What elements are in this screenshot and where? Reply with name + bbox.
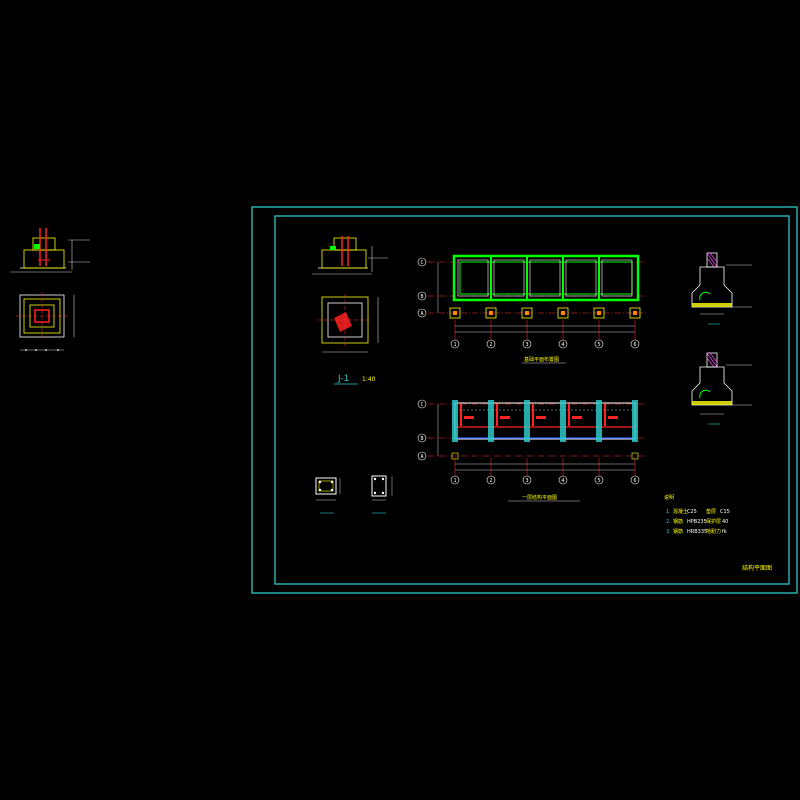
j1-scale: 1:40 xyxy=(362,376,376,383)
first-floor-plan-title: 一层结构平面图 xyxy=(522,494,557,501)
general-notes: 说明 1. 混凝土 C25 垫层 C15 2. 钢筋 HPB235 保护层 40… xyxy=(664,494,730,535)
floor-axis-label-3: 3 xyxy=(525,478,528,484)
axis-label-a: A xyxy=(420,311,423,317)
note-1-num: 1. xyxy=(666,509,671,515)
floor-axis-label-a: A xyxy=(420,454,423,460)
note-3-a: 钢筋 xyxy=(673,528,683,535)
floor-axis-label-b: B xyxy=(420,436,423,442)
foundation-plan xyxy=(428,254,648,340)
floor-axis-label-c: C xyxy=(420,402,423,408)
axis-label-3: 3 xyxy=(525,342,528,348)
sheet-inner-frame xyxy=(274,215,790,585)
floor-axis-bubbles-bottom: 1 2 3 4 5 6 xyxy=(450,475,640,485)
sheet-outer-frame xyxy=(251,206,798,594)
note-2-num: 2. xyxy=(666,519,671,525)
j1-title: J-1 xyxy=(337,374,349,384)
wall-section-upper xyxy=(691,252,752,325)
foundation-axis-bubbles-bottom: 1 2 3 4 5 6 xyxy=(450,339,640,349)
j1-footing-plan xyxy=(318,294,379,353)
note-1-b: C25 xyxy=(687,509,697,515)
first-floor-plan xyxy=(428,400,648,476)
floor-axis-label-4: 4 xyxy=(561,478,564,484)
left-column-detail xyxy=(10,228,90,273)
column-section-1 xyxy=(315,477,341,501)
note-3-d: fk xyxy=(722,529,727,535)
note-1-d: C15 xyxy=(720,509,730,515)
axis-label-6: 6 xyxy=(633,342,636,348)
note-1-c: 垫层 xyxy=(706,508,716,515)
note-3-c: 地耐力 xyxy=(706,528,721,535)
foundation-axis-bubbles-left: C B A xyxy=(417,257,427,318)
floor-axis-label-1: 1 xyxy=(453,478,456,484)
floor-axis-label-6: 6 xyxy=(633,478,636,484)
note-2-b: HPB235 xyxy=(687,519,707,525)
notes-heading: 说明 xyxy=(664,494,674,501)
axis-label-5: 5 xyxy=(597,342,600,348)
axis-label-4: 4 xyxy=(561,342,564,348)
floor-axis-label-5: 5 xyxy=(597,478,600,484)
floor-axis-bubbles-left: C B A xyxy=(417,399,427,461)
left-footing-plan xyxy=(16,292,75,351)
floor-axis-label-2: 2 xyxy=(489,478,492,484)
note-3-b: HRB335 xyxy=(687,529,707,535)
sheet-title: 结构平面图 xyxy=(742,564,772,572)
axis-label-c: C xyxy=(420,260,423,266)
axis-label-1: 1 xyxy=(453,342,456,348)
note-2-a: 钢筋 xyxy=(673,518,683,525)
axis-label-2: 2 xyxy=(489,342,492,348)
column-section-2 xyxy=(371,475,393,501)
note-2-c: 保护层 xyxy=(706,518,721,525)
foundation-plan-title: 基础平面布置图 xyxy=(524,356,559,363)
wall-section-lower xyxy=(691,352,752,425)
axis-label-b: B xyxy=(420,294,423,300)
note-1-a: 混凝土 xyxy=(673,508,688,515)
note-2-d: 40 xyxy=(722,519,728,525)
j1-column-section xyxy=(312,236,388,275)
note-3-num: 3. xyxy=(666,529,671,535)
